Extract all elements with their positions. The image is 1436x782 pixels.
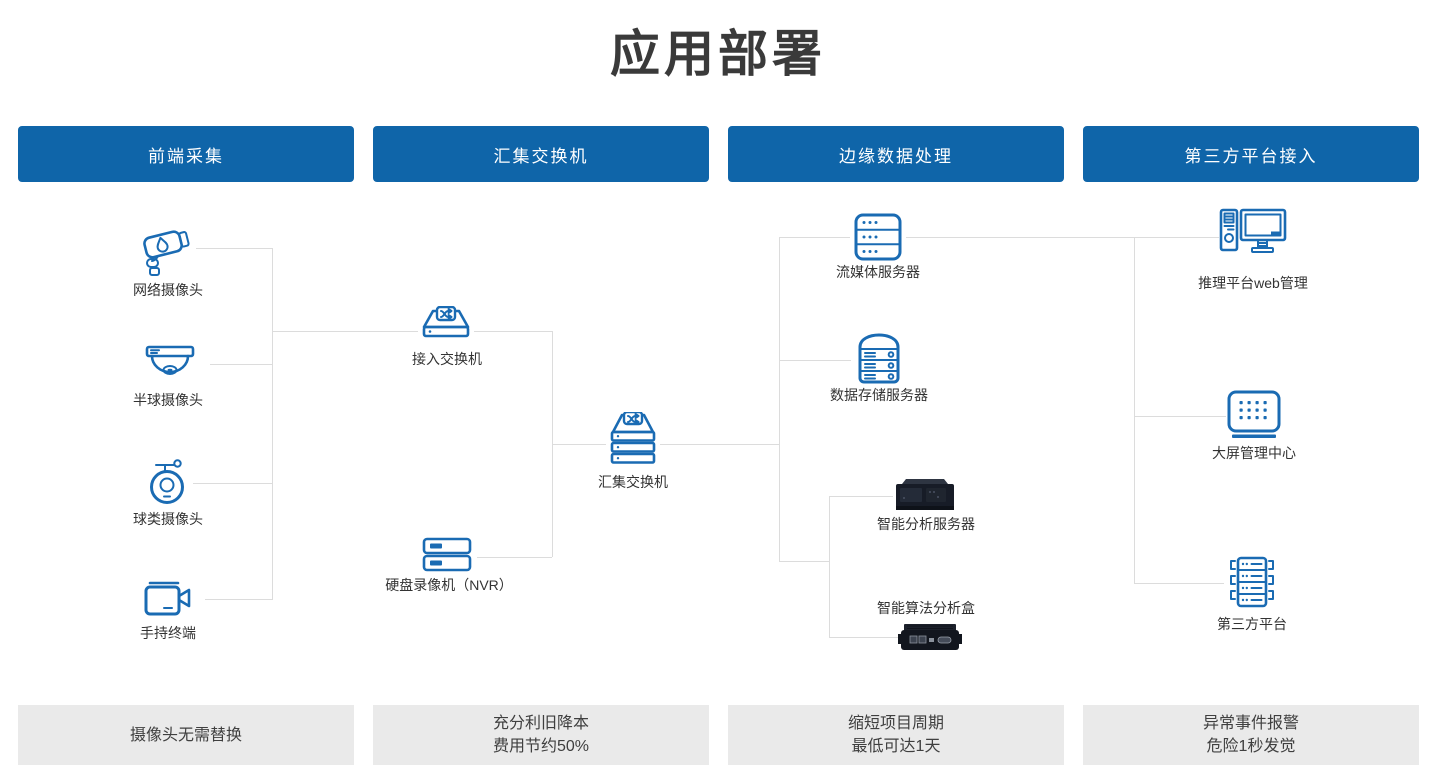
connector-line	[1134, 583, 1224, 584]
server-rack-icon	[1230, 556, 1274, 608]
stacked-switch-icon	[610, 410, 656, 464]
connector-line	[829, 496, 830, 637]
media-server-label: 流媒体服务器	[836, 264, 920, 280]
column-header-third-party-access: 第三方平台接入	[1083, 126, 1419, 182]
network-switch-icon	[422, 305, 470, 338]
aggregation-switch-label: 汇集交换机	[598, 474, 668, 490]
dome-camera-icon	[145, 345, 195, 375]
connector-line	[1134, 416, 1226, 417]
ball-camera-label: 球类摄像头	[133, 511, 203, 527]
aggregation-switch-node	[606, 410, 660, 471]
footer-box-project-cycle: 缩短项目周期 最低可达1天	[728, 705, 1064, 765]
analysis-server-node	[892, 477, 958, 518]
footer-box-cost-saving: 充分利旧降本 费用节约50%	[373, 705, 709, 765]
edge-ai-box-image	[898, 624, 962, 650]
analysis-box-node	[898, 622, 962, 659]
web-management-node	[1219, 206, 1287, 263]
connector-line	[779, 561, 829, 562]
storage-server-label: 数据存储服务器	[830, 387, 928, 403]
connector-line	[552, 444, 779, 445]
footer-line: 摄像头无需替换	[129, 726, 242, 744]
screen-center-label: 大屏管理中心	[1212, 445, 1296, 461]
connector-line	[829, 496, 893, 497]
screen-center-node	[1226, 390, 1282, 445]
nvr-node	[418, 537, 476, 578]
connector-line	[1134, 237, 1135, 583]
footer-box-camera-reuse: 摄像头无需替换	[18, 705, 354, 765]
analysis-server-label: 智能分析服务器	[877, 516, 975, 532]
nvr-label: 硬盘录像机（NVR）	[385, 577, 513, 593]
footer-line: 异常事件报警	[1202, 715, 1299, 732]
connector-line	[779, 237, 1220, 238]
footer-line: 费用节约50%	[492, 738, 590, 755]
handheld-terminal-node	[142, 580, 194, 627]
connector-line	[272, 248, 273, 600]
connector-line	[779, 237, 780, 561]
footer-line: 危险1秒发觉	[1206, 738, 1296, 755]
footer-line: 最低可达1天	[851, 738, 941, 755]
nvr-recorder-icon	[422, 537, 472, 572]
column-header-aggregation-switch: 汇集交换机	[373, 126, 709, 182]
footer-line: 缩短项目周期	[847, 715, 944, 732]
media-server-node	[850, 213, 906, 266]
storage-server-node	[851, 328, 907, 391]
bullet-camera-icon	[143, 230, 190, 276]
dome-camera-node	[140, 345, 200, 388]
network-camera-node	[141, 226, 195, 283]
connector-line	[829, 637, 899, 638]
connector-line	[205, 599, 272, 600]
storage-server-icon	[858, 333, 900, 384]
connector-line	[196, 248, 272, 249]
column-header-edge-processing: 边缘数据处理	[728, 126, 1064, 182]
workstation-icon	[1219, 208, 1287, 253]
access-switch-label: 接入交换机	[412, 351, 482, 367]
media-server-icon	[854, 213, 902, 261]
column-header-frontend-capture: 前端采集	[18, 126, 354, 182]
connector-line	[477, 557, 552, 558]
connector-line	[193, 483, 272, 484]
footer-box-alarm: 异常事件报警 危险1秒发觉	[1083, 705, 1419, 765]
rack-server-image	[896, 479, 954, 510]
dome-camera-label: 半球摄像头	[133, 392, 203, 408]
camcorder-icon	[144, 581, 191, 616]
connector-line	[210, 364, 272, 365]
access-switch-node	[418, 305, 474, 347]
footer-line: 充分利旧降本	[492, 715, 589, 732]
third-party-platform-node	[1223, 556, 1281, 613]
ptz-ball-camera-icon	[150, 459, 184, 504]
page-title: 应用部署	[610, 26, 826, 82]
network-camera-label: 网络摄像头	[133, 282, 203, 298]
connector-line	[272, 331, 552, 332]
ball-camera-node	[144, 458, 192, 513]
handheld-terminal-label: 手持终端	[140, 625, 196, 641]
third-party-platform-label: 第三方平台	[1217, 616, 1287, 632]
analysis-box-label: 智能算法分析盒	[877, 600, 975, 616]
web-management-label: 推理平台web管理	[1198, 275, 1308, 291]
video-wall-icon	[1227, 390, 1281, 438]
connector-line	[779, 360, 851, 361]
